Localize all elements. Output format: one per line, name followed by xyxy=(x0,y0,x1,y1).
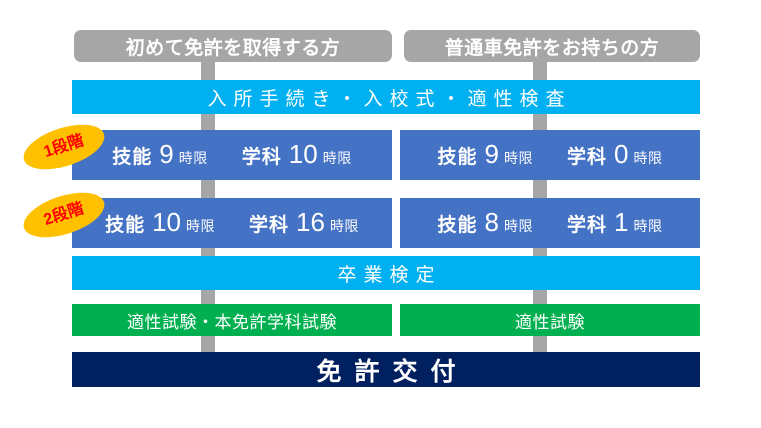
stage1-left-skill-label: 技能 xyxy=(112,147,153,168)
column-header-has-license-label: 普通車免許をお持ちの方 xyxy=(444,37,660,59)
stage1-left-academic-unit: 時限 xyxy=(322,150,352,166)
stage1-right-skill-unit: 時限 xyxy=(504,150,533,166)
exam-right-label: 適性試験 xyxy=(515,312,585,332)
stage1-right-skill-label: 技能 xyxy=(437,147,478,168)
step-graduation: 卒業検定 xyxy=(72,256,700,290)
stage2-left-academic-label: 学科 xyxy=(249,215,290,236)
stage1-right-academic-value: 0 xyxy=(614,139,629,169)
stage1-left-hours: 技能 9 時限 学科 10 時限 xyxy=(72,130,392,180)
stage2-left-skill-value: 10 xyxy=(152,207,181,237)
stage-badge-1-label: 1段階 xyxy=(41,132,86,161)
step-issuance: 免許交付 xyxy=(72,352,700,387)
stage1-right-academic: 学科 0 時限 xyxy=(567,141,662,169)
stage1-right-hours: 技能 9 時限 学科 0 時限 xyxy=(400,130,700,180)
stage1-left-skill: 技能 9 時限 xyxy=(112,141,207,169)
stage2-left-academic: 学科 16 時限 xyxy=(249,209,359,237)
stage2-right-skill: 技能 8 時限 xyxy=(438,209,533,237)
stage2-left-skill-unit: 時限 xyxy=(186,218,215,234)
exam-left: 適性試験・本免許学科試験 xyxy=(72,304,392,336)
step-entry-label: 入所手続き・入校式・適性検査 xyxy=(207,88,572,110)
step-graduation-label: 卒業検定 xyxy=(337,264,442,286)
step-issuance-label: 免許交付 xyxy=(316,357,469,386)
stage2-right-academic: 学科 1 時限 xyxy=(567,209,662,237)
column-header-has-license: 普通車免許をお持ちの方 xyxy=(404,30,700,62)
stage1-left-academic-label: 学科 xyxy=(241,147,282,168)
stage1-right-academic-unit: 時限 xyxy=(633,150,663,166)
stage1-right-skill: 技能 9 時限 xyxy=(438,141,533,169)
stage2-right-skill-label: 技能 xyxy=(437,215,478,236)
column-header-first-time-label: 初めて免許を取得する方 xyxy=(125,37,341,59)
stage2-right-academic-unit: 時限 xyxy=(633,218,663,234)
stage1-right-academic-label: 学科 xyxy=(567,147,608,168)
stage2-left-skill-label: 技能 xyxy=(105,215,146,236)
exam-right: 適性試験 xyxy=(400,304,700,336)
stage2-right-academic-label: 学科 xyxy=(567,215,608,236)
stage2-right-skill-unit: 時限 xyxy=(504,218,533,234)
stage1-left-skill-unit: 時限 xyxy=(178,150,208,166)
column-header-first-time: 初めて免許を取得する方 xyxy=(74,30,392,62)
stage1-left-academic-value: 10 xyxy=(288,139,318,169)
stage2-left-skill: 技能 10 時限 xyxy=(105,209,215,237)
stage2-left-academic-unit: 時限 xyxy=(329,218,359,234)
stage1-right-skill-value: 9 xyxy=(484,139,499,169)
stage1-left-skill-value: 9 xyxy=(159,139,174,169)
stage2-right-hours: 技能 8 時限 学科 1 時限 xyxy=(400,198,700,248)
stage2-left-academic-value: 16 xyxy=(296,207,325,237)
stage-badge-2-label: 2段階 xyxy=(41,200,86,229)
step-entry: 入所手続き・入校式・適性検査 xyxy=(72,80,700,114)
exam-left-label: 適性試験・本免許学科試験 xyxy=(127,312,337,332)
stage2-right-skill-value: 8 xyxy=(484,207,499,237)
stage1-left-academic: 学科 10 時限 xyxy=(242,141,352,169)
stage2-right-academic-value: 1 xyxy=(614,207,629,237)
stage2-left-hours: 技能 10 時限 学科 16 時限 xyxy=(72,198,392,248)
